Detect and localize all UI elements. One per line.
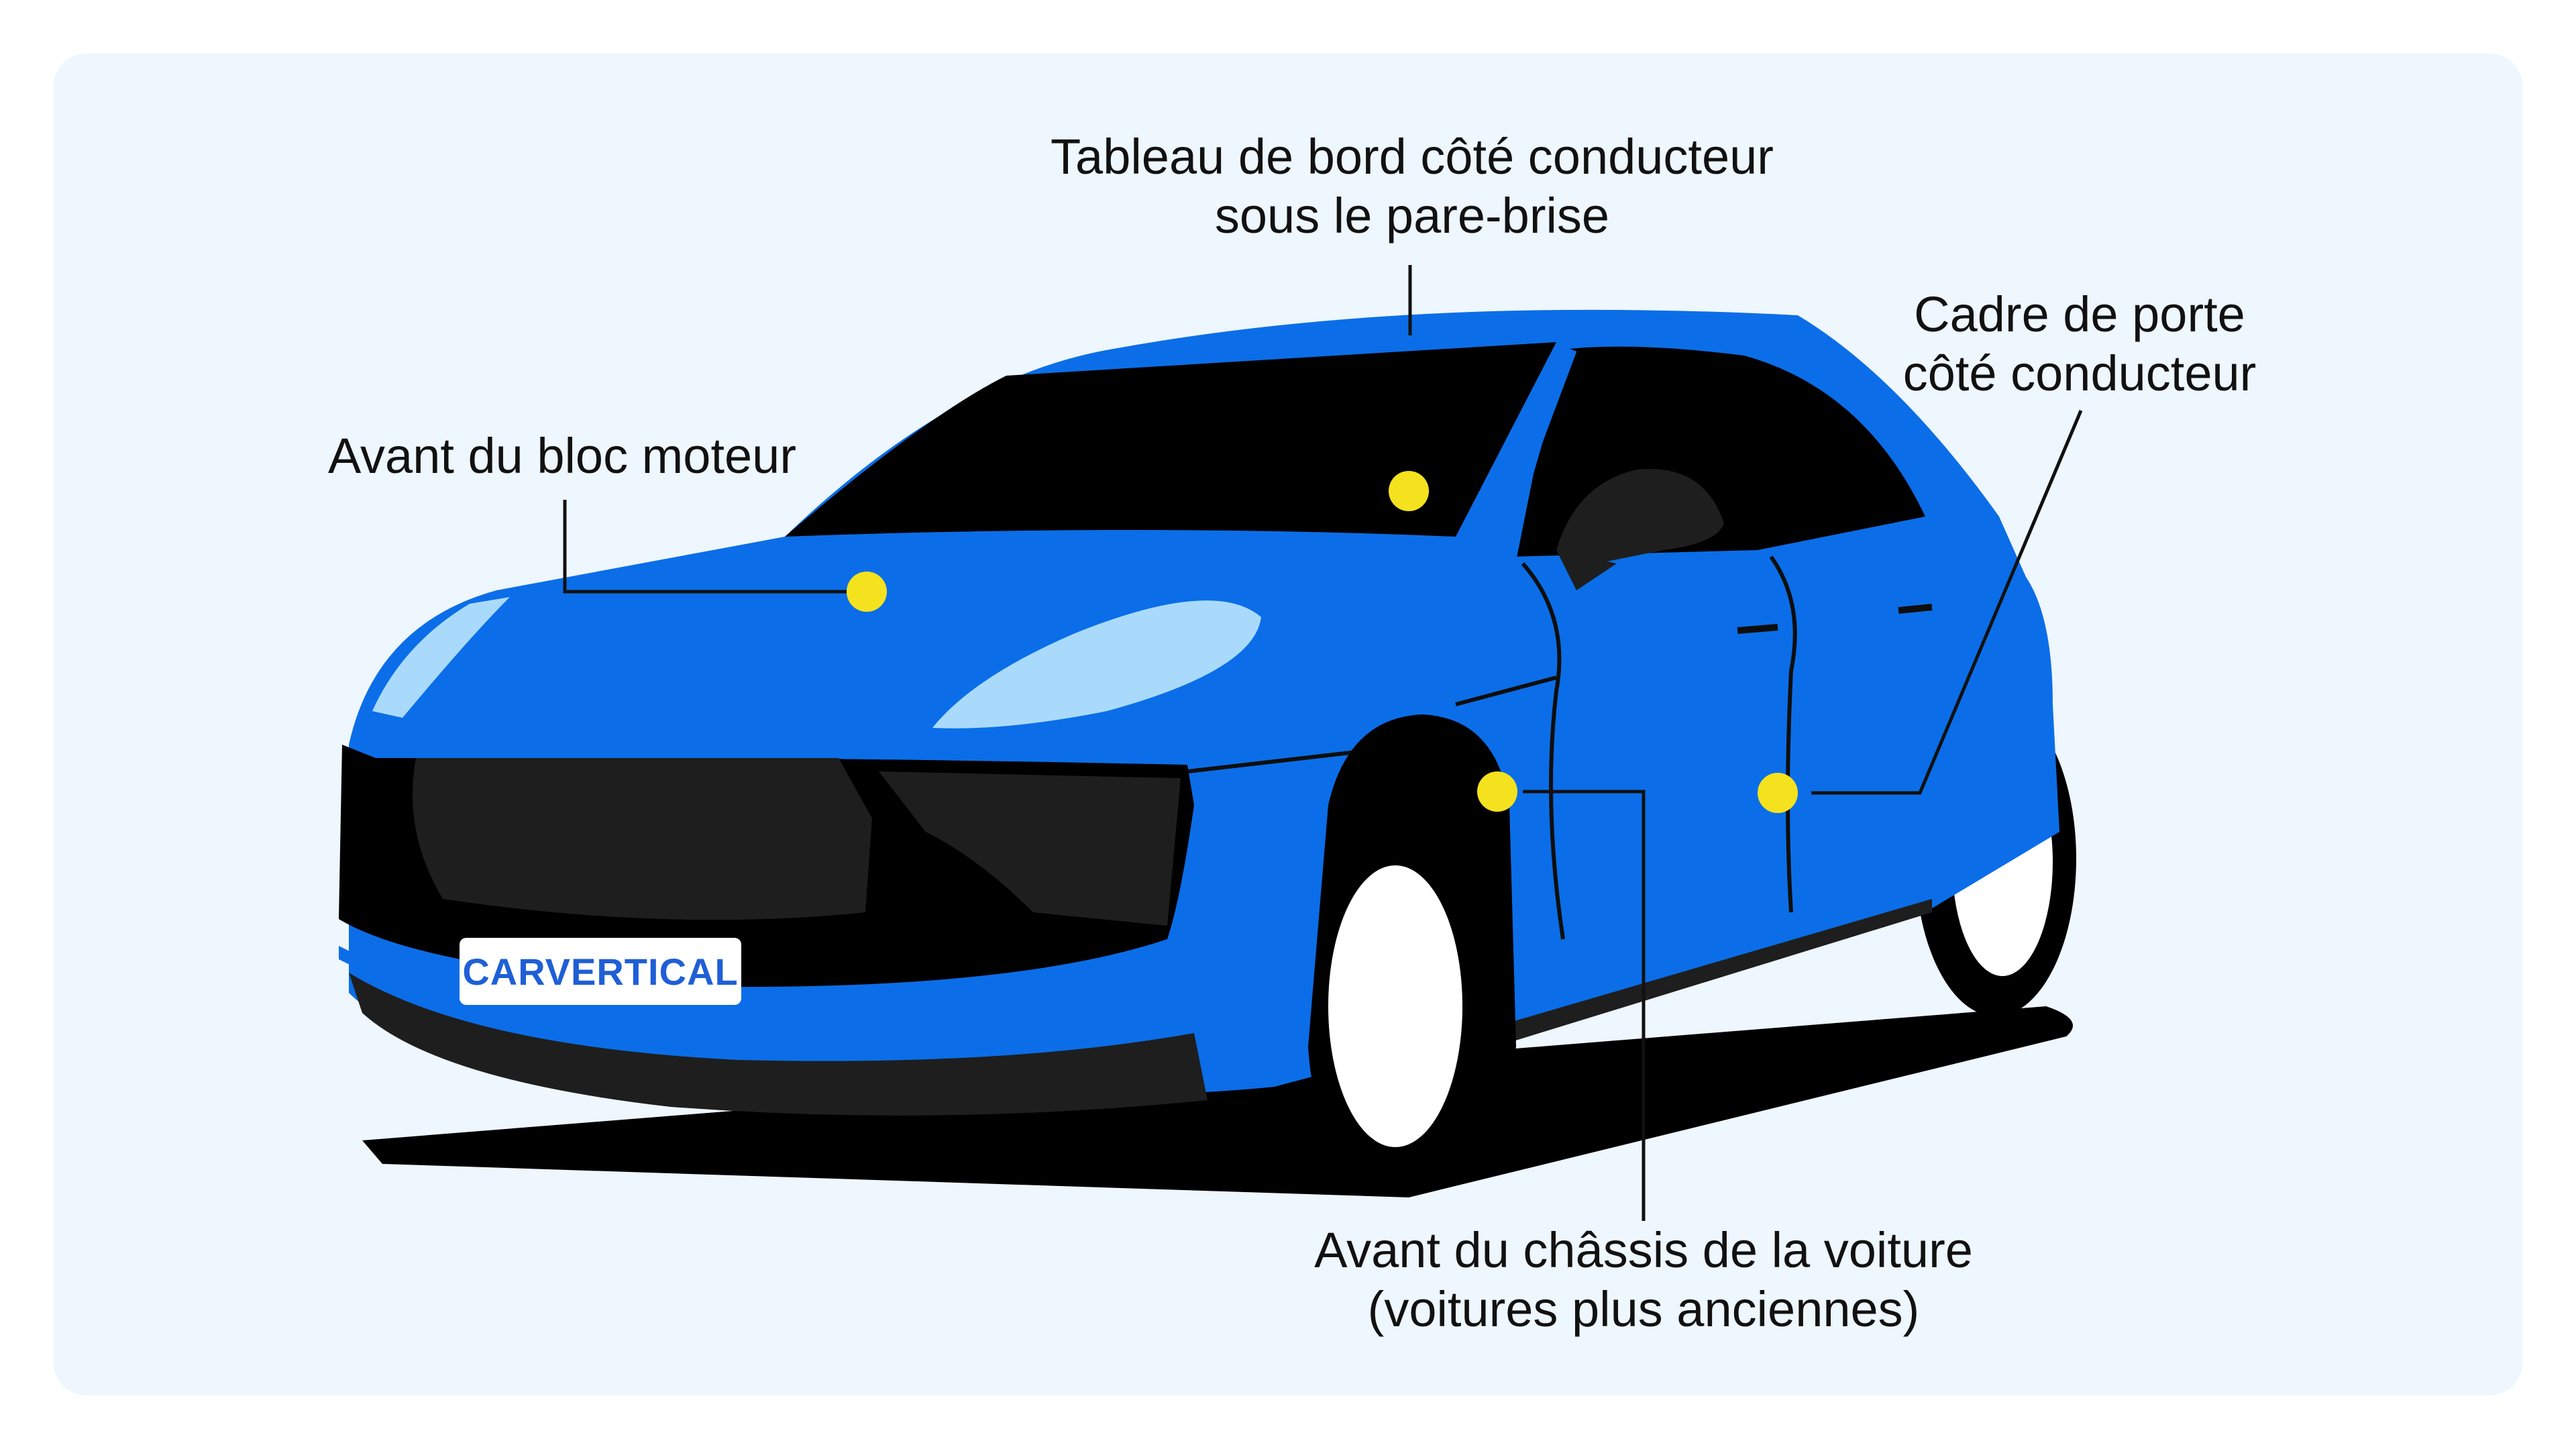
label-chassis-front: Avant du châssis de la voiture (voitures…	[1268, 1221, 2019, 1339]
label-dashboard: Tableau de bord côté conducteur sous le …	[1006, 127, 1818, 246]
location-dot-icon	[1758, 773, 1798, 813]
windshield	[785, 342, 1556, 537]
label-dashboard-line-2: sous le pare-brise	[1006, 186, 1818, 246]
label-door-frame: Cadre de porte côté conducteur	[1878, 285, 2281, 403]
label-door-frame-line-1: Cadre de porte	[1878, 285, 2281, 344]
label-engine-front-line-1: Avant du bloc moteur	[321, 427, 804, 486]
label-dashboard-line-1: Tableau de bord côté conducteur	[1006, 127, 1818, 186]
location-dot-icon	[847, 572, 887, 612]
location-dot-icon	[1389, 471, 1429, 511]
license-plate: CARVERTICAL	[460, 938, 741, 1005]
plate-brand-text: CARVERTICAL	[462, 951, 738, 993]
label-engine-front: Avant du bloc moteur	[321, 427, 804, 486]
label-chassis-front-line-2: (voitures plus anciennes)	[1268, 1280, 2019, 1339]
label-door-frame-line-2: côté conducteur	[1878, 344, 2281, 403]
location-dot-icon	[1477, 771, 1517, 812]
label-chassis-front-line-1: Avant du châssis de la voiture	[1268, 1221, 2019, 1280]
